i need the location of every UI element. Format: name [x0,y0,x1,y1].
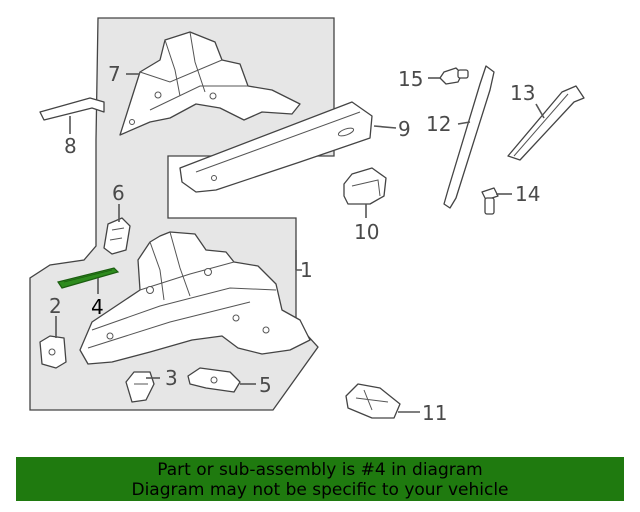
callout-1: 1 [300,258,313,282]
part-10-bracket[interactable] [343,167,387,205]
part-12-brace[interactable] [443,65,495,209]
callout-8: 8 [64,134,77,158]
callout-2: 2 [49,294,62,318]
callout-3: 3 [165,366,178,390]
callout-15: 15 [398,67,423,91]
callout-10: 10 [354,220,379,244]
leader-lines [55,73,545,413]
callout-11: 11 [422,401,447,425]
callout-5: 5 [259,373,272,397]
part-4-highlighted-reinforcement[interactable] [57,267,120,289]
parts-diagram: 1 2 3 4 5 6 7 8 9 10 11 12 13 14 15 [29,17,585,425]
callout-12: 12 [426,112,451,136]
callout-6: 6 [112,181,125,205]
part-9-rail[interactable] [179,101,373,193]
banner-line-disclaimer: Diagram may not be specific to your vehi… [131,480,509,500]
callout-7: 7 [108,62,121,86]
callout-9: 9 [398,117,411,141]
part-3-bracket[interactable] [125,371,155,403]
callout-13: 13 [510,81,535,105]
callout-4: 4 [91,295,104,319]
banner-line-part: Part or sub-assembly is #4 in diagram [157,460,483,480]
info-banner: Part or sub-assembly is #4 in diagram Di… [16,457,624,501]
part-6-bracket[interactable] [103,217,131,255]
part-5-bracket[interactable] [187,367,241,393]
part-13-strut-brace[interactable] [507,85,585,161]
part-14-bolt[interactable] [481,187,499,215]
part-7-upper-apron[interactable] [119,31,301,136]
callout-14: 14 [515,182,540,206]
part-1-main-assembly[interactable] [79,231,311,365]
part-11-bracket[interactable] [345,383,401,419]
part-2-bracket[interactable] [39,335,67,369]
part-15-bolt[interactable] [439,67,469,85]
part-8-bracket[interactable] [39,97,105,121]
